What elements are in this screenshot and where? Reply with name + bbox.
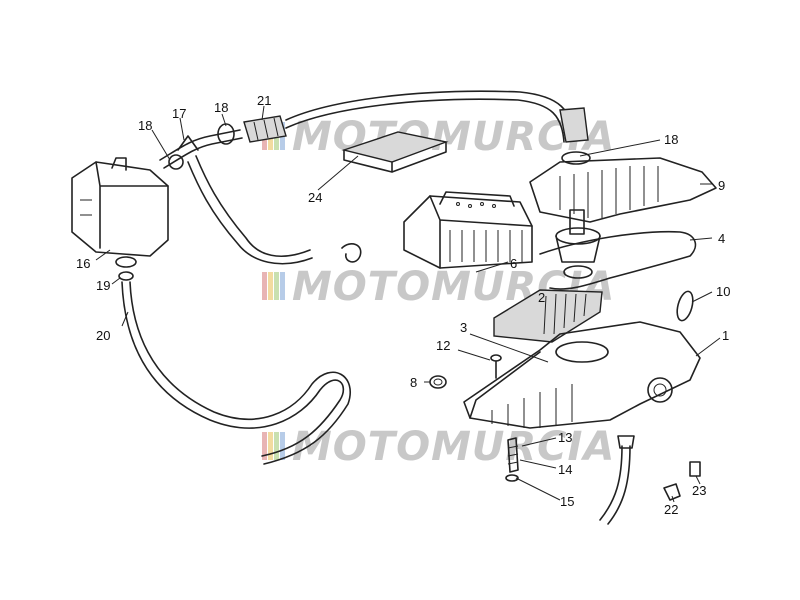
part-center-boot <box>555 209 601 279</box>
part-housing-cover <box>529 151 717 223</box>
part-washer <box>429 375 447 389</box>
callout-label: 19 <box>96 278 110 293</box>
callout-label: 2 <box>538 290 545 305</box>
watermark-text: MOTOMURCIA <box>292 114 615 160</box>
part-gasket <box>539 230 697 290</box>
callout-label: 24 <box>308 190 322 205</box>
part-oring <box>676 290 694 322</box>
callout-label: 17 <box>172 106 186 121</box>
callout-labels: 18 17 18 21 24 16 19 20 9 18 4 6 10 1 3 … <box>76 93 730 517</box>
watermark-top: MOTOMURCIA <box>262 114 615 160</box>
part-breather-hoses <box>159 115 362 265</box>
callout-label: 18 <box>138 118 152 133</box>
callout-label: 4 <box>718 231 725 246</box>
callout-label: 8 <box>410 375 417 390</box>
watermark-text: MOTOMURCIA <box>292 424 615 470</box>
callout-label: 14 <box>558 462 572 477</box>
part-screw <box>490 354 502 379</box>
part-plug-22 <box>663 483 681 501</box>
callout-label: 6 <box>510 256 517 271</box>
part-nut-23 <box>689 461 701 477</box>
part-drain-fittings <box>505 437 519 482</box>
callout-label: 3 <box>460 320 467 335</box>
callout-label: 1 <box>722 328 729 343</box>
part-airbox-base <box>463 321 701 429</box>
callout-label: 18 <box>664 132 678 147</box>
callout-label: 18 <box>214 100 228 115</box>
callout-label: 9 <box>718 178 725 193</box>
callout-label: 13 <box>558 430 572 445</box>
part-upper-hose <box>285 90 589 143</box>
part-foam-pad <box>341 131 449 173</box>
callout-label: 10 <box>716 284 730 299</box>
leader-lines <box>95 105 721 503</box>
part-filter-element <box>493 289 603 343</box>
watermark-bottom: MOTOMURCIA <box>262 424 615 470</box>
callout-label: 12 <box>436 338 450 353</box>
callout-label: 16 <box>76 256 90 271</box>
callout-label: 20 <box>96 328 110 343</box>
callout-label: 15 <box>560 494 574 509</box>
part-reservoir-tank <box>71 157 169 268</box>
callout-label: 23 <box>692 483 706 498</box>
callout-label: 22 <box>664 502 678 517</box>
part-right-drain-hose <box>599 435 635 525</box>
part-drain-hose <box>118 271 351 465</box>
part-filter-cover <box>403 191 533 269</box>
callout-label: 21 <box>257 93 271 108</box>
